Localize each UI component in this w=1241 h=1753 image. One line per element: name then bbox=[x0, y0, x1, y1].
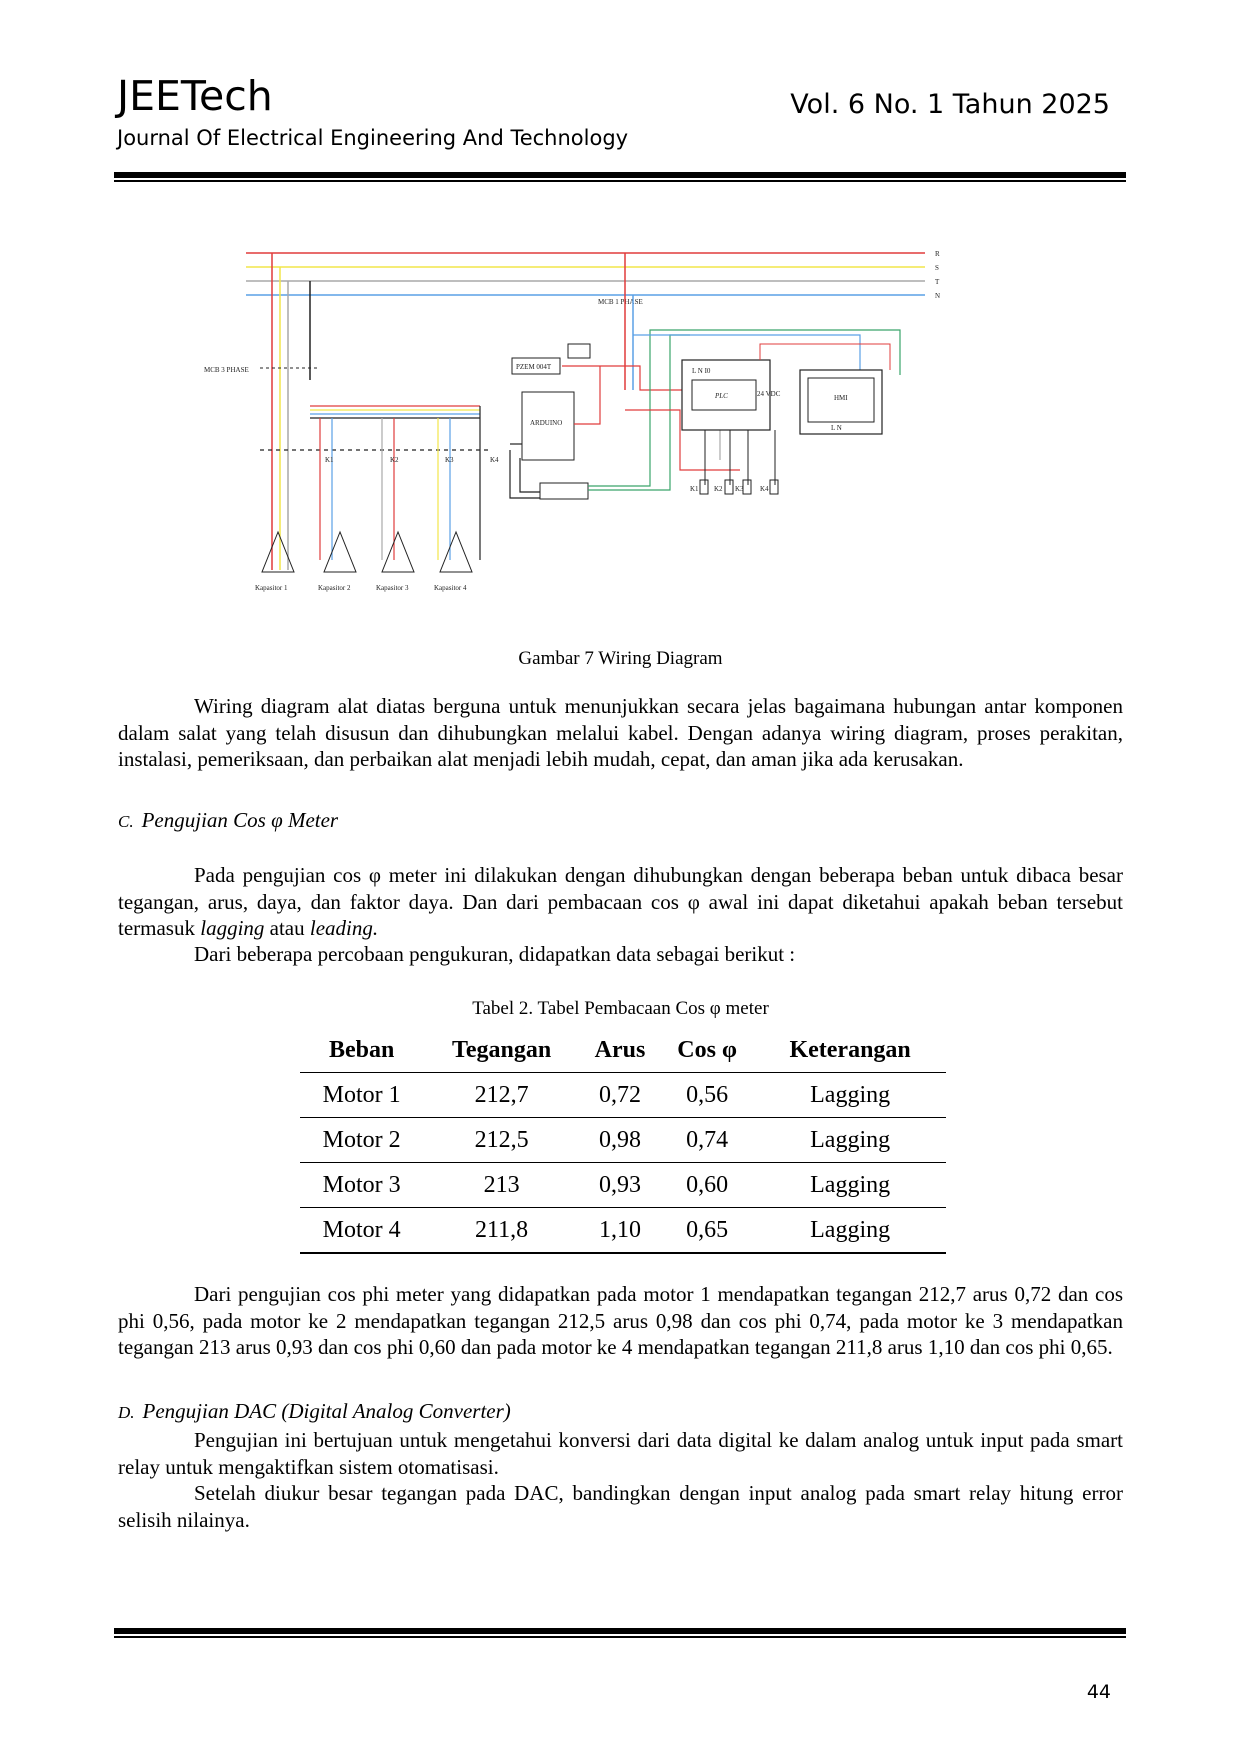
phase-label-r: R bbox=[935, 250, 940, 258]
plc-terminals: L N I0 bbox=[692, 367, 711, 375]
load-label-1: Kapasitor 1 bbox=[255, 584, 288, 592]
phase-bus bbox=[246, 252, 925, 296]
hmi-label: HMI bbox=[834, 394, 848, 402]
table-cell: 1,10 bbox=[579, 1207, 660, 1254]
phase-label-n: N bbox=[935, 292, 940, 300]
contactor-k4: K4 bbox=[490, 456, 499, 464]
phase-label-t: T bbox=[935, 278, 940, 286]
page-number: 44 bbox=[1086, 1681, 1111, 1703]
journal-subtitle: Journal Of Electrical Engineering And Te… bbox=[117, 126, 629, 150]
table-cell: 0,98 bbox=[579, 1117, 660, 1163]
col-header: Arus bbox=[594, 1036, 646, 1063]
table-cell: Lagging bbox=[754, 1207, 946, 1254]
table-cell: 0,56 bbox=[660, 1072, 755, 1118]
relay-k3: K3 bbox=[735, 485, 744, 493]
contactor-k1: K1 bbox=[325, 456, 334, 464]
capacitor-loads bbox=[261, 530, 473, 573]
phase-label-s: S bbox=[935, 264, 939, 272]
paragraph-dac-measure: Setelah diukur besar tegangan pada DAC, … bbox=[118, 1481, 1123, 1532]
cos-phi-table: Beban Tegangan Arus Cos φ Keterangan Mot… bbox=[300, 1028, 946, 1254]
contactor-k3: K3 bbox=[445, 456, 454, 464]
col-header: Keterangan bbox=[789, 1036, 911, 1063]
paragraph-dac-purpose: Pengujian ini bertujuan untuk mengetahui… bbox=[118, 1428, 1123, 1479]
arduino-label: ARDUINO bbox=[530, 419, 562, 427]
paragraph-results: Dari pengujian cos phi meter yang didapa… bbox=[118, 1282, 1123, 1359]
plc-voltage: 24 VDC bbox=[757, 390, 781, 398]
pzem-label: PZEM 004T bbox=[516, 363, 552, 371]
table-caption: Tabel 2. Tabel Pembacaan Cos φ meter bbox=[472, 998, 769, 1019]
relay-k4: K4 bbox=[760, 485, 769, 493]
table-cell: 0,60 bbox=[660, 1162, 755, 1208]
relay-bank bbox=[699, 430, 779, 495]
relay-k1: K1 bbox=[690, 485, 699, 493]
table-cell: Motor 1 bbox=[300, 1072, 424, 1118]
mcb-3phase-label: MCB 3 PHASE bbox=[204, 366, 249, 374]
table-cell: Lagging bbox=[754, 1162, 946, 1208]
col-header: Cos φ bbox=[677, 1036, 737, 1063]
table-cell: 212,5 bbox=[423, 1117, 580, 1163]
table-cell: Lagging bbox=[754, 1117, 946, 1163]
table-cell: Motor 3 bbox=[300, 1162, 424, 1208]
pzem-module bbox=[511, 357, 561, 375]
table-cell: 0,72 bbox=[579, 1072, 660, 1118]
table-cell: 0,93 bbox=[579, 1162, 660, 1208]
paragraph-wiring: Wiring diagram alat diatas berguna untuk… bbox=[118, 694, 1123, 771]
mcb-1phase-label: MCB 1 PHASE bbox=[598, 298, 643, 306]
volume-info: Vol. 6 No. 1 Tahun 2025 bbox=[790, 89, 1110, 120]
contactor-drops bbox=[319, 406, 481, 560]
wiring-diagram: R S T N MCB 3 PHASE K1 K2 K3 K4 Kapasito… bbox=[204, 250, 940, 592]
col-header: Beban bbox=[328, 1036, 395, 1063]
table-cell: Motor 2 bbox=[300, 1117, 424, 1163]
table-cell: 0,65 bbox=[660, 1207, 755, 1254]
header-rule bbox=[114, 172, 1126, 182]
table-header-row: Beban Tegangan Arus Cos φ Keterangan bbox=[300, 1028, 946, 1073]
col-header: Tegangan bbox=[452, 1036, 552, 1063]
figure-caption: Gambar 7 Wiring Diagram bbox=[518, 648, 723, 669]
paragraph-data-intro: Dari beberapa percobaan pengukuran, dida… bbox=[194, 942, 796, 966]
plc-label: PLC bbox=[714, 392, 728, 400]
relay-k2: K2 bbox=[714, 485, 723, 493]
load-label-4: Kapasitor 4 bbox=[434, 584, 467, 592]
main-feeders bbox=[271, 253, 311, 570]
table-cell: Motor 4 bbox=[300, 1207, 424, 1254]
table-cell: 211,8 bbox=[423, 1207, 580, 1254]
table-cell: 213 bbox=[423, 1162, 580, 1208]
table-cell: 212,7 bbox=[423, 1072, 580, 1118]
hmi-terminals: L N bbox=[831, 424, 842, 432]
table-cell: 0,74 bbox=[660, 1117, 755, 1163]
table-cell: Lagging bbox=[754, 1072, 946, 1118]
section-d-heading: D.Pengujian DAC (Digital Analog Converte… bbox=[118, 1399, 511, 1423]
arduino-board bbox=[521, 391, 575, 461]
load-label-2: Kapasitor 2 bbox=[318, 584, 351, 592]
contactor-k2: K2 bbox=[390, 456, 399, 464]
journal-title: JEETech bbox=[117, 72, 273, 120]
section-c-heading: C.Pengujian Cos φ Meter bbox=[118, 808, 339, 832]
load-label-3: Kapasitor 3 bbox=[376, 584, 409, 592]
footer-rule bbox=[114, 1628, 1126, 1638]
paragraph-cos-intro: Pada pengujian cos φ meter ini dilakukan… bbox=[118, 863, 1123, 940]
